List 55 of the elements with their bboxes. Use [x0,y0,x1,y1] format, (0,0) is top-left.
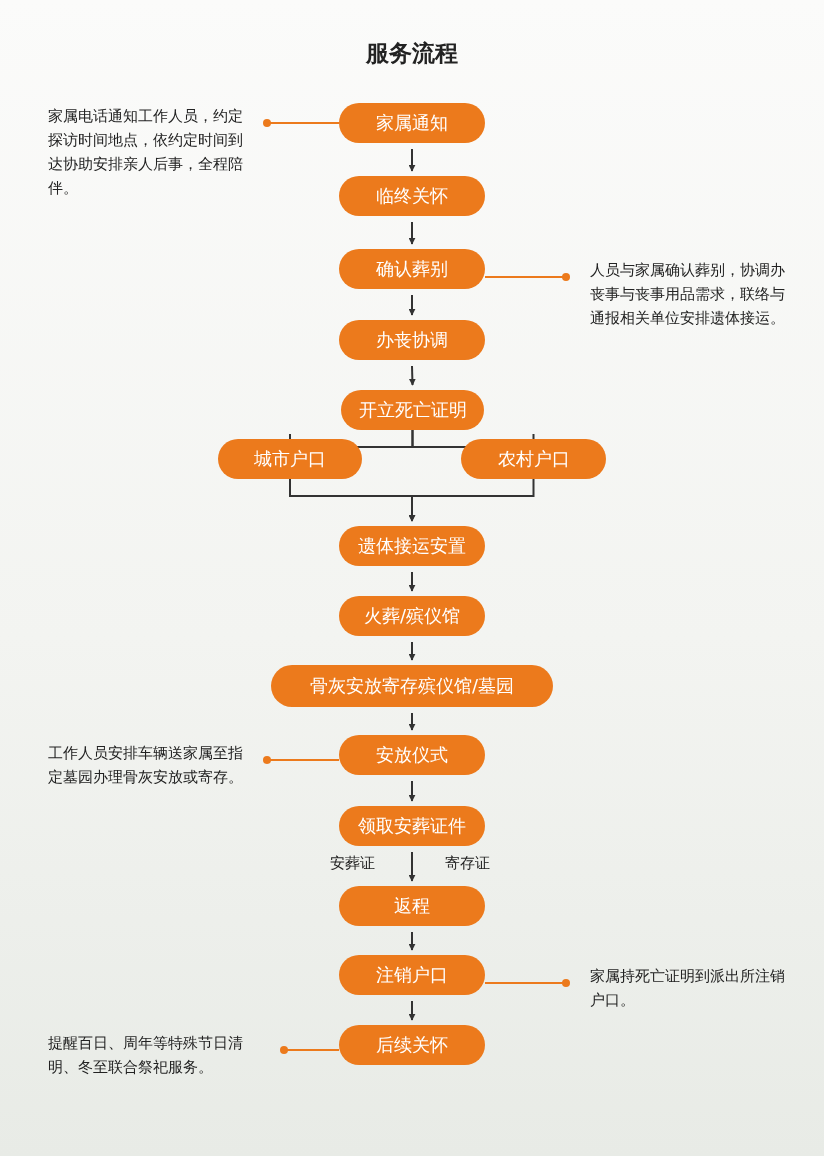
arrow [408,478,535,522]
process-pill [339,320,485,360]
process-pill [339,103,485,143]
step-label: 骨灰安放寄存殡仪馆/墓园 [309,674,515,698]
step-label: 农村户口 [497,447,570,471]
process-pill [218,439,362,479]
step-label: 家属通知 [376,111,448,135]
note-text: 工作人员安排车辆送家属至指定墓园办理骨灰安放或寄存。 [48,743,244,788]
arrow [408,931,416,951]
arrow [408,221,416,245]
leader-line [280,1046,340,1054]
process-pill [339,806,485,846]
leader-line [263,756,340,764]
step-label: 开立死亡证明 [358,398,467,422]
step-label: 领取安葬证件 [358,814,466,838]
process-pill [339,1025,485,1065]
note-text: 提醒百日、周年等特殊节日清明、冬至联合祭祀服务。 [48,1033,244,1078]
arrow [408,294,416,316]
arrow [408,1000,416,1021]
leader-line [484,979,570,987]
note-text: 家属电话通知工作人员，约定探访时间地点，依约定时间到达协助安排亲人后事，全程陪伴。 [48,106,244,199]
process-pill [339,596,485,636]
step-label: 后续关怀 [376,1033,448,1057]
step-label: 火葬/殡仪馆 [363,604,461,628]
step-label: 返程 [394,894,430,918]
diagram-title: 服务流程 [364,39,459,68]
step-label: 临终关怀 [376,184,448,208]
note-text: 家属持死亡证明到派出所注销户口。 [590,966,786,1011]
step-label: 办丧协调 [376,328,448,352]
step-label: 注销户口 [376,963,448,987]
leader-line [263,119,340,127]
process-pill [339,735,485,775]
process-pill [339,886,485,926]
arrow [408,571,416,592]
step-label: 城市户口 [254,447,326,471]
arrow [408,851,416,882]
leader-line [484,273,570,281]
arrow [408,365,416,386]
arrow [408,641,416,661]
process-pill [461,439,606,479]
certificate-label: 寄存证 [445,854,490,873]
note-text: 人员与家属确认葬别，协调办丧事与丧事用品需求，联络与通报相关单位安排遗体接运。 [590,260,786,329]
process-pill [339,526,485,566]
arrow [408,712,416,731]
process-pill [339,955,485,995]
process-pill [341,390,484,430]
certificate-label: 安葬证 [330,854,375,873]
step-label: 确认葬别 [376,257,448,281]
step-label: 安放仪式 [376,743,448,767]
arrow [408,148,416,172]
arrow [408,780,416,802]
process-pill [271,665,553,707]
process-pill [339,249,485,289]
step-label: 遗体接运安置 [358,534,466,558]
process-pill [339,176,485,216]
